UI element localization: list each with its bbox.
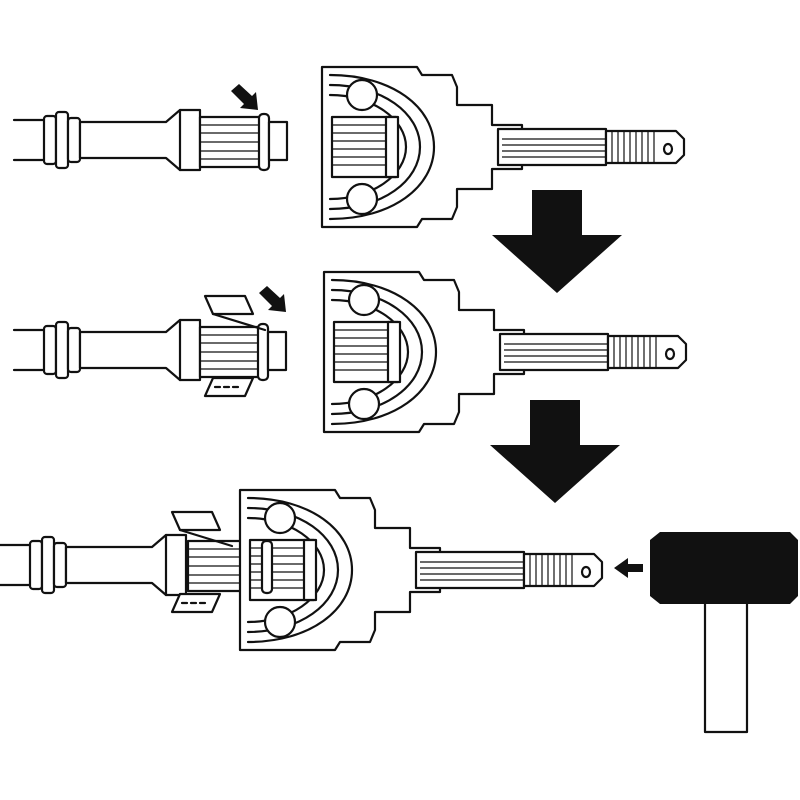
step-2: [12, 270, 688, 434]
circlip: [260, 539, 274, 595]
axle-shaft: [12, 318, 202, 382]
cv-joint-housing: [322, 270, 688, 434]
circlip: [257, 112, 271, 172]
axle-splines: [198, 115, 262, 169]
cv-joint-housing: [320, 65, 686, 229]
hammer-icon: [650, 532, 798, 734]
step-3: [0, 488, 798, 734]
press-arrow-icon: [259, 286, 286, 312]
down-arrow-icon: [490, 400, 620, 503]
strike-arrow-icon: [614, 558, 643, 578]
cv-joint-housing: [238, 488, 604, 652]
step-1: [12, 65, 686, 229]
spline-tip: [267, 120, 289, 162]
axle-shaft: [12, 108, 202, 172]
spline-tip: [266, 330, 288, 372]
axle-splines: [198, 325, 262, 379]
axle-shaft: [0, 533, 188, 597]
down-arrow-icon: [492, 190, 622, 293]
circlip: [256, 322, 270, 382]
press-arrow-icon: [231, 84, 258, 110]
